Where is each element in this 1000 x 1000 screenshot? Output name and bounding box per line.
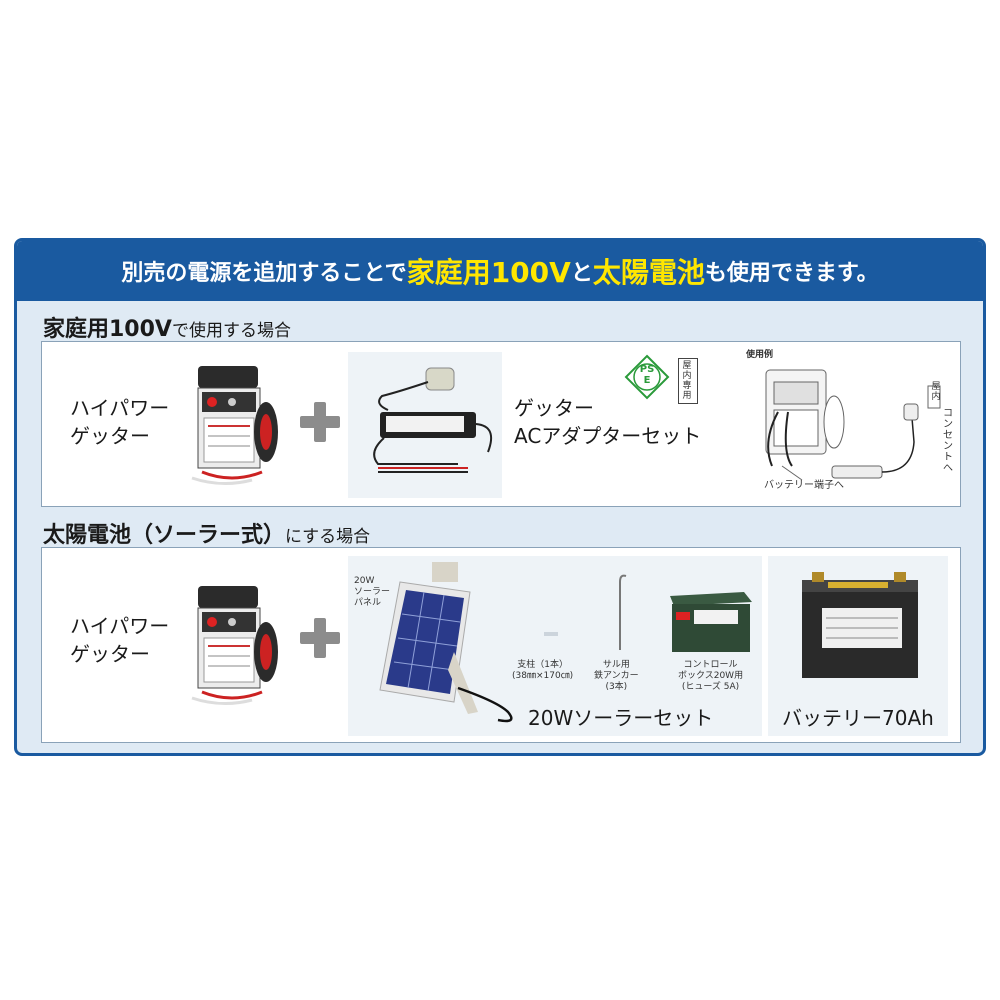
getter-device-image-solar [191, 586, 278, 705]
adapter-label: ゲッター ACアダプターセット [514, 394, 701, 450]
section-solar-title-sub: にする場合 [285, 527, 371, 547]
anchor-label-line1: サル用 [602, 660, 630, 670]
getter-label-ac: ハイパワー ゲッター [70, 394, 169, 450]
headline-part2: と [570, 261, 593, 286]
battery-image [802, 572, 918, 678]
getter-solar-label-line1: ハイパワー [70, 614, 170, 638]
pole-label-line2: (38㎜×170㎝) [512, 671, 574, 681]
getter-label-line2: ゲッター [70, 424, 150, 448]
pole-icon [544, 632, 558, 636]
anchor-label-line3: (3本) [605, 682, 628, 692]
headline-part3: も使用できます。 [704, 261, 879, 286]
section-ac-title-sub: で使用する場合 [171, 321, 291, 341]
solar-panel-label: 20W ソーラー パネル [354, 576, 390, 609]
headline-part1: 別売の電源を追加することで [121, 261, 407, 286]
ac-adapter-image [373, 367, 492, 473]
usage-diagram [765, 369, 941, 481]
control-label-line3: (ヒューズ 5A) [681, 682, 740, 692]
getter-label-solar: ハイパワー ゲッター [70, 612, 169, 668]
section-solar-title-main: 太陽電池（ソーラー式） [43, 523, 286, 548]
control-label-line2: ボックス20W用 [678, 671, 744, 681]
getter-solar-label-line2: ゲッター [70, 642, 150, 666]
usage-example-label: 使用例 [746, 350, 774, 360]
headline-highlight-100v: 家庭用100V [406, 256, 571, 289]
outlet-label: コンセントへ [943, 408, 953, 474]
pse-mark-icon [624, 354, 670, 400]
solar-panel-label-line1: 20W [354, 576, 375, 586]
battery-caption: バッテリー70Ah [782, 706, 934, 730]
adapter-label-line1: ゲッター [514, 396, 594, 420]
section-ac-box: ハイパワー ゲッター [41, 341, 961, 507]
control-label-line1: コントロール [683, 660, 738, 670]
getter-device-image [191, 366, 278, 485]
indoor-tag-line1: 屋内 [682, 361, 692, 381]
solar-panel-label-line3: パネル [354, 598, 382, 608]
pole-label: 支柱（1本） (38㎜×170㎝) [512, 660, 573, 682]
pole-label-line1: 支柱（1本） [517, 660, 568, 670]
outlet-tag: 屋内 [931, 382, 941, 402]
headline-highlight-solar: 太陽電池 [592, 256, 705, 289]
control-box-label: コントロール ボックス20W用 (ヒューズ 5A) [678, 660, 743, 693]
plus-icon [300, 402, 340, 442]
battery-terminal-label: バッテリー端子へ [764, 480, 844, 491]
section-solar-title: 太陽電池（ソーラー式）にする場合 [43, 517, 370, 549]
section-ac-title: 家庭用100Vで使用する場合 [43, 311, 291, 343]
plus-icon-solar [300, 618, 340, 658]
pse-mark-text: PSE [639, 364, 655, 386]
control-box-image [670, 592, 752, 652]
power-options-panel: 別売の電源を追加することで 家庭用100V と 太陽電池 も使用できます。 家庭… [14, 238, 986, 756]
getter-label-line1: ハイパワー [70, 396, 170, 420]
indoor-only-tag: 屋内 専用 [678, 358, 698, 404]
anchor-icon [619, 574, 627, 650]
solar-panel-image [379, 562, 513, 723]
adapter-label-line2: ACアダプターセット [514, 424, 702, 448]
solar-panel-label-line2: ソーラー [354, 587, 391, 597]
solar-set-caption: 20Wソーラーセット [528, 706, 714, 730]
anchor-label-line2: 鉄アンカー [594, 671, 639, 681]
anchor-label: サル用 鉄アンカー (3本) [594, 660, 639, 693]
section-solar-box: ハイパワー ゲッター 20W ソーラー パネル [41, 547, 961, 743]
indoor-tag-line2: 専用 [682, 381, 692, 401]
headline-banner: 別売の電源を追加することで 家庭用100V と 太陽電池 も使用できます。 [17, 241, 983, 301]
section-ac-title-main: 家庭用100V [43, 317, 172, 342]
